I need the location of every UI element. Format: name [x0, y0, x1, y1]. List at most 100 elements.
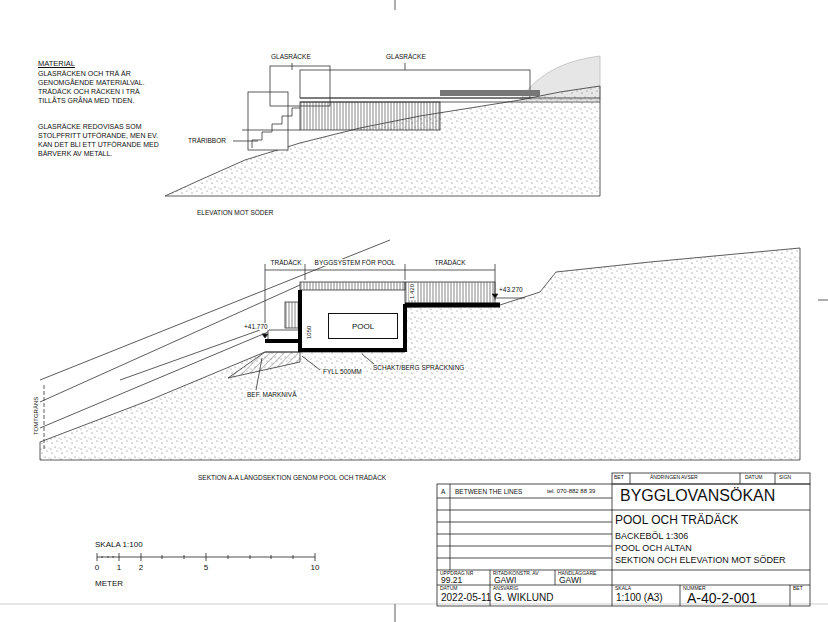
- scale-tick: [113, 556, 114, 558]
- title-block: [437, 473, 810, 606]
- drawing-label: SEKTION A-A LÄNGDSEKTION GENOM POOL OCH …: [198, 474, 386, 481]
- table-line: [680, 585, 681, 606]
- terrain-line: [40, 332, 268, 428]
- drawing-label: ANSVARIG: [493, 586, 518, 592]
- drawing-label: tel. 070-882 88 39: [547, 488, 595, 495]
- drawing-label: 2: [139, 563, 143, 572]
- revision-header: [612, 473, 810, 484]
- leader-line: [256, 358, 262, 390]
- deck-beam: [405, 303, 500, 308]
- sheet-title: BYGGLOVANSÖKAN: [620, 487, 775, 505]
- ground-line: [242, 130, 300, 131]
- table-line: [437, 546, 612, 547]
- drawing-label: TRÄDÄCK: [433, 259, 466, 266]
- drawing-label: 1.420: [409, 283, 416, 300]
- drawing-label: 99.21: [441, 576, 462, 586]
- drawing-label: GLASRÄCKE REDOVISAS SOM STOLPFRITT UTFÖR…: [38, 122, 168, 158]
- drawing-label: GAWI: [559, 576, 581, 586]
- dimension-tick: [405, 264, 406, 280]
- pool-box: POOL: [328, 313, 398, 339]
- table-line: [450, 484, 451, 570]
- drawing-label: SCHAKT/BERG SPRÄCKNING: [372, 364, 465, 371]
- dimension-line: [265, 270, 495, 271]
- drawing-label: G. WIKLUND: [494, 592, 553, 604]
- drawing-label: +43.270: [498, 286, 524, 293]
- table-line: [790, 585, 791, 606]
- table-line: [437, 498, 612, 499]
- drawing-label: TRÄRIBBOR: [188, 137, 226, 144]
- drawing-label: TOMTGRÄNS: [33, 396, 40, 436]
- drawing-label: SKALA 1:100: [95, 540, 143, 549]
- drawing-label: SKALA: [615, 586, 631, 592]
- crop-mark: [395, 604, 396, 622]
- drawing-label: ÄNDRINGEN AVSER: [650, 475, 698, 481]
- table-line: [612, 510, 810, 511]
- pool-label: POOL: [352, 322, 374, 331]
- scale-tick: [315, 553, 316, 561]
- table-line: [437, 558, 612, 559]
- leader-line: [405, 63, 406, 70]
- drawing-label: BETWEEN THE LINES: [455, 488, 522, 495]
- drawing-label: 1050: [306, 325, 313, 340]
- drawing-label: BYGGSYSTEM FÖR POOL: [314, 259, 397, 266]
- elevation-view: [165, 56, 600, 196]
- terrain: [165, 86, 600, 196]
- leader-line: [302, 356, 320, 370]
- drawing-label: +41.770: [243, 323, 269, 330]
- crop-mark: [395, 0, 396, 10]
- scale-tick: [250, 555, 251, 559]
- wood-slats: [300, 282, 405, 290]
- scale-bar: [97, 553, 315, 561]
- drawing-label: A-40-2-001: [687, 590, 757, 606]
- leader-line: [233, 141, 258, 142]
- scale-tick: [271, 555, 272, 559]
- table-line: [555, 570, 556, 585]
- scale-tick: [102, 556, 103, 558]
- pool-edge: [440, 90, 540, 96]
- level-marker: [262, 334, 268, 338]
- table-line: [437, 510, 612, 511]
- level-line: [495, 298, 525, 299]
- terrain: [40, 248, 800, 460]
- drawing-label: BEF. MARKNIVÅ: [246, 391, 297, 398]
- drawing-label: GLASRÄCKEN OCH TRÄ ÄR GENOMGÅENDE MATERI…: [38, 69, 168, 105]
- scale-tick: [108, 556, 109, 558]
- drawing-label: GLASRÄCKE: [271, 53, 311, 60]
- drawing-label: MATERIAL: [38, 60, 75, 69]
- drawing-label: TRÄDÄCK: [269, 259, 302, 266]
- drawing-label: 1:100 (A3): [616, 592, 663, 604]
- drawing-label: GLASRÄCKE: [386, 53, 426, 60]
- leader-line: [362, 354, 374, 364]
- table-line: [437, 570, 810, 571]
- table-line: [437, 522, 612, 523]
- table-line: [612, 484, 613, 606]
- wood-slats: [405, 282, 495, 304]
- scale-tick: [119, 553, 120, 561]
- pool-wall: [300, 290, 405, 350]
- drawing-label: BET: [614, 475, 624, 481]
- drawing-label: SIGN: [779, 475, 791, 481]
- drawing-label: 0: [95, 563, 99, 572]
- drawing-label: POOL OCH ALTAN: [615, 543, 692, 553]
- deck-beam: [265, 339, 300, 343]
- table-line: [740, 473, 741, 484]
- scale-tick: [97, 553, 98, 561]
- scale-tick: [293, 555, 294, 559]
- stairs: [252, 108, 300, 148]
- drawing-label: METER: [95, 579, 123, 588]
- wood-slats: [300, 102, 440, 130]
- scale-tick: [228, 555, 229, 559]
- drawing-label: 2022-05-11: [441, 592, 491, 604]
- crop-mark: [818, 300, 828, 301]
- drawing-label: POOL OCH TRÄDÄCK: [615, 514, 738, 528]
- drawing-label: 10: [311, 563, 320, 572]
- drawing-label: BACKEBÖL 1:306: [615, 531, 688, 541]
- drawing-label: 1: [117, 563, 121, 572]
- boundary-line: [44, 385, 45, 450]
- scale-tick: [162, 555, 163, 559]
- section-view: [40, 240, 800, 460]
- leader-line: [292, 63, 293, 70]
- table-line: [630, 473, 631, 484]
